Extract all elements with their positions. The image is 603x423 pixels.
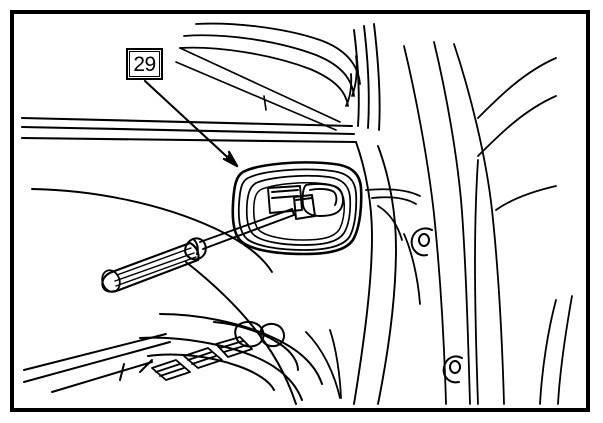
handle-pull-block [293,194,316,220]
door-inner-handle-lever [267,183,344,217]
rear-quarter-panel-contours [403,41,573,405]
door-panel-swoop [353,141,397,405]
door-lower-trim-edge [23,333,171,393]
door-lock-knob [234,320,285,348]
callout-29-leader-line [143,79,239,168]
window-glass-lower-edge [175,47,341,131]
door-upper-trim-sweep [31,188,273,273]
trim-grommet-upper [410,227,433,257]
screwdriver-handle-butt [101,269,121,293]
screwdriver-tool [101,208,295,293]
door-belt-line-molding [20,116,358,144]
panel-shelf-line [365,188,421,305]
power-window-switch-panel [147,321,299,391]
door-window-glass [179,22,361,107]
trim-grommet-lower [442,355,463,384]
door-armrest [139,261,323,405]
callout-29-box: 29 [126,48,163,80]
b-pillar-trim [353,23,381,131]
callout-29-label: 29 [133,52,156,76]
window-switch-buttons [151,336,253,381]
lower-panel-contour [305,329,342,399]
screwdriver-handle [101,241,200,293]
screwdriver-handle-ribs [114,247,197,287]
screwdriver-shaft [199,208,295,250]
callout-29-inner-border: 29 [129,51,160,77]
